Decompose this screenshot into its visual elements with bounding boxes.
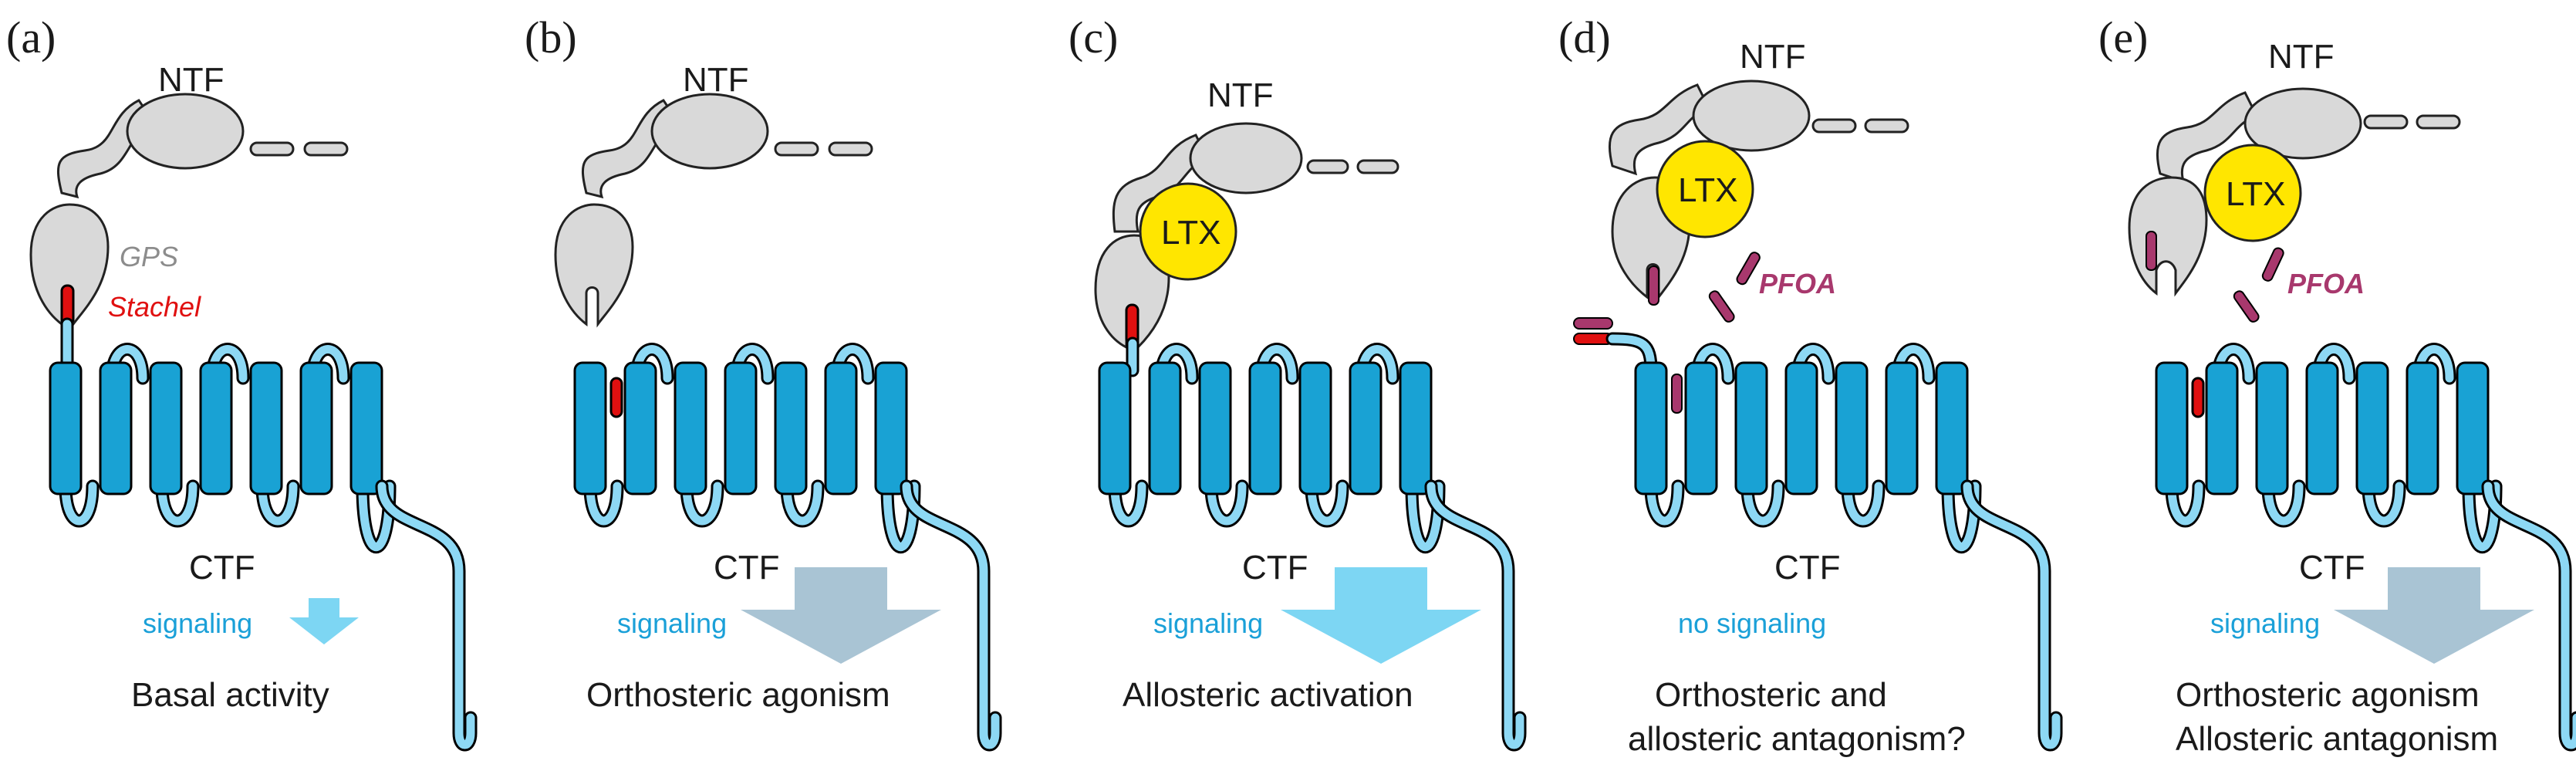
panel-b-ctf-label: CTF bbox=[714, 549, 780, 587]
panel-c: (c) NTF LTX CTF signaling Allosteric act… bbox=[1069, 12, 1520, 745]
panel-c-caption: Allosteric activation bbox=[1123, 676, 1413, 714]
panel-b-caption: Orthosteric agonism bbox=[586, 676, 890, 714]
panel-a-ntf-label: NTF bbox=[158, 61, 225, 99]
panel-e-pfoa-2 bbox=[2261, 247, 2284, 282]
panel-e-ltx-label: LTX bbox=[2226, 175, 2285, 213]
panel-e-label: (e) bbox=[2098, 12, 2148, 63]
panel-c-signal-arrow bbox=[1281, 567, 1481, 664]
panel-d-ltx bbox=[1656, 140, 1754, 238]
panel-c-ctf-label: CTF bbox=[1242, 549, 1308, 587]
panel-d-caption-line2: allosteric antagonism? bbox=[1628, 720, 1966, 758]
panel-e-signal-arrow bbox=[2334, 567, 2534, 664]
panel-d-caption-line1: Orthosteric and bbox=[1655, 676, 1887, 714]
panel-e-pfoa-3 bbox=[2233, 290, 2260, 323]
panel-e-stachel bbox=[2191, 377, 2205, 418]
panel-d-pfoa-label: PFOA bbox=[1759, 268, 1836, 299]
panel-a-signal-arrow bbox=[289, 598, 359, 644]
panel-b-ntf bbox=[554, 93, 873, 328]
panel-d-pfoa-tm bbox=[1671, 374, 1683, 414]
panel-c-label: (c) bbox=[1069, 12, 1118, 63]
panel-c-ltx-label: LTX bbox=[1161, 214, 1220, 252]
panel-e: (e) NTF LTX PFOA CTF signaling Orthoster… bbox=[2098, 12, 2576, 758]
panel-d-ntf-label: NTF bbox=[1740, 38, 1806, 76]
panel-a-signal-label: signaling bbox=[143, 607, 252, 639]
panel-d-signal-label: no signaling bbox=[1678, 607, 1826, 639]
panel-c-ntf bbox=[1094, 122, 1399, 350]
panel-e-ltx bbox=[2203, 144, 2302, 242]
panel-a-caption: Basal activity bbox=[131, 676, 329, 714]
panel-a-ctf-label: CTF bbox=[189, 549, 255, 587]
panel-b-signal-arrow bbox=[741, 567, 941, 664]
panel-a-stachel-label: Stachel bbox=[108, 291, 201, 323]
panel-d-ntf bbox=[1608, 79, 1909, 301]
panel-e-ctf-label: CTF bbox=[2299, 549, 2365, 587]
panel-d-stachel-free bbox=[1573, 317, 1613, 330]
panel-c-signal-label: signaling bbox=[1153, 607, 1263, 639]
panel-e-pfoa-label: PFOA bbox=[2287, 268, 2365, 299]
panel-a-gps-label: GPS bbox=[120, 241, 178, 272]
panel-a: (a) NTF GPS Stachel CTF signaling Basal … bbox=[6, 12, 471, 745]
panel-e-pfoa-1 bbox=[2146, 231, 2157, 271]
panel-c-ntf-label: NTF bbox=[1207, 76, 1274, 114]
panel-d-ctf-label: CTF bbox=[1774, 549, 1841, 587]
panel-d-pfoa-1 bbox=[1648, 265, 1659, 306]
panel-b-stachel bbox=[609, 377, 623, 418]
panel-b-label: (b) bbox=[525, 12, 577, 63]
panel-e-ntf-label: NTF bbox=[2268, 38, 2335, 76]
panel-b-ntf-label: NTF bbox=[683, 61, 749, 99]
panel-e-caption-line1: Orthosteric agonism bbox=[2176, 676, 2480, 714]
panel-d-ltx-label: LTX bbox=[1678, 171, 1737, 209]
panel-d-pfoa-3 bbox=[1708, 290, 1735, 323]
panel-e-signal-label: signaling bbox=[2210, 607, 2320, 639]
panel-a-ntf bbox=[29, 93, 349, 328]
panel-d: (d) NTF LTX PFOA CTF no signaling Orthos… bbox=[1558, 12, 2056, 758]
panel-d-label: (d) bbox=[1558, 12, 1611, 63]
panel-a-label: (a) bbox=[6, 12, 56, 63]
panel-b: (b) NTF CTF signaling Orthosteric agonis… bbox=[525, 12, 995, 745]
panel-b-signal-label: signaling bbox=[617, 607, 727, 639]
panel-e-caption-line2: Allosteric antagonism bbox=[2176, 720, 2498, 758]
panel-c-ltx bbox=[1139, 182, 1237, 281]
panel-d-pfoa-2 bbox=[1736, 252, 1761, 286]
